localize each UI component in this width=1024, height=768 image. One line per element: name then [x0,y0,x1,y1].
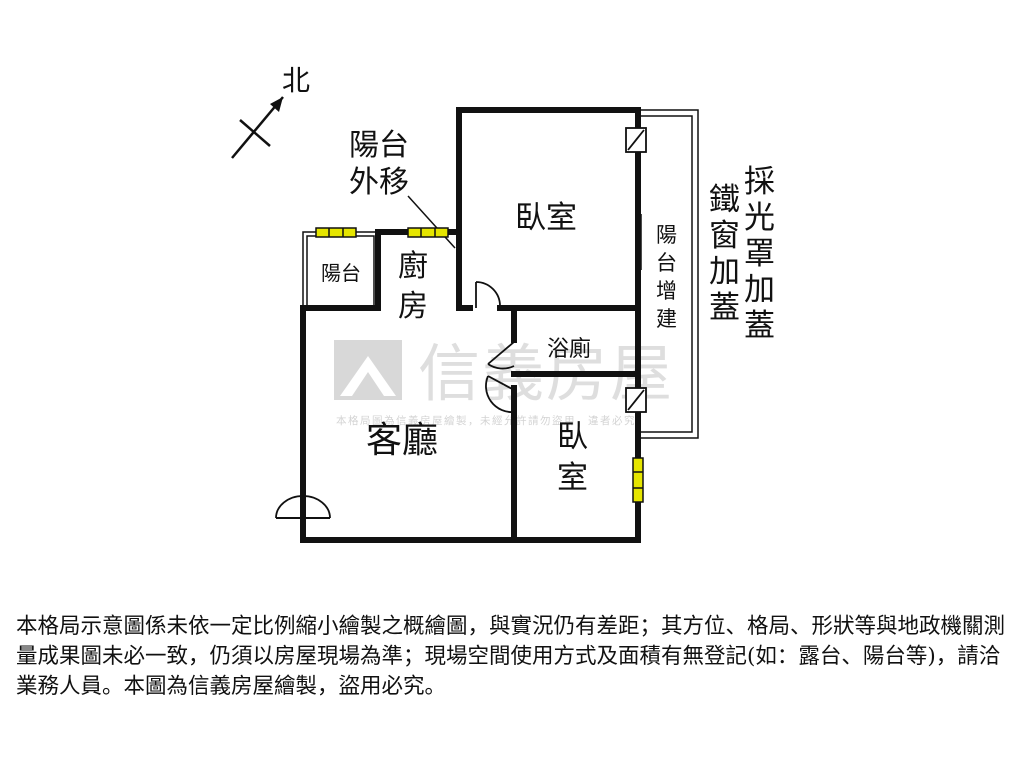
annotation-balcony-addition: 陽 台 增 建 [656,223,677,331]
window-second-bedroom [632,457,644,503]
annotation-balcony-moved-1: 陽台 [349,128,409,163]
room-label-kitchen-bottom: 房 [398,289,428,324]
room-label-living: 客廳 [366,420,438,461]
vent-boxes [625,127,647,413]
annotation-leader-line [407,195,456,249]
annotation-char: 採 [744,164,775,200]
annotation-char: 建 [656,307,677,331]
door-bedroom [475,281,501,308]
room-label-kitchen-top: 廚 [398,249,428,284]
room-label-bedroom-second-top: 臥 [557,419,588,455]
window-kitchen [407,227,449,238]
annotation-char: 鐵 [709,182,740,218]
vent-icon [625,127,647,153]
watermark-notice: 本格局圖為信義房屋繪製，未經允許請勿盜用，違者必究 [336,414,636,427]
floor-plan-drawing: 信義房屋 本格局圖為信義房屋繪製，未經允許請勿盜用，違者必究 北 [231,64,775,543]
room-label-bathroom: 浴廁 [547,337,591,362]
annotation-char: 陽 [656,223,677,247]
room-label-bedroom-main: 臥室 [515,200,577,236]
annotation-char: 光 [744,200,775,236]
disclaimer-text: 本格局示意圖係未依一定比例縮小繪製之概繪圖，與實況仍有差距；其方位、格局、形狀等… [16,614,1006,699]
annotation-char: 蓋 [709,290,740,326]
room-label-bedroom-second-bottom: 室 [557,460,588,496]
watermark-logo-icon [334,340,402,400]
compass-label: 北 [282,64,310,97]
north-compass: 北 [231,64,310,159]
door-second-bedroom [485,375,515,413]
windows [315,227,644,503]
vent-icon [625,387,647,413]
door-entrance [275,495,331,519]
north-arrowhead-icon [270,97,283,112]
room-label-balcony: 陽台 [321,261,361,285]
annotation-char: 加 [744,272,775,308]
annotation-char: 台 [656,251,677,275]
balcony-addition-outline [641,109,699,439]
window-balcony [315,227,357,238]
annotation-iron-window-cover: 鐵 窗 加 蓋 [709,182,740,326]
annotation-char: 增 [656,279,677,303]
annotation-skylight-cover: 採 光 罩 加 蓋 [744,164,775,344]
doors [275,281,515,519]
annotation-char: 罩 [744,236,775,272]
compass-cross-icon [239,119,271,147]
annotation-char: 蓋 [744,308,775,344]
annotation-balcony-moved-2: 外移 [349,165,409,200]
balcony-addition-inner [641,115,693,433]
annotation-char: 窗 [709,218,740,254]
annotation-char: 加 [709,254,740,290]
door-bathroom [487,341,515,370]
